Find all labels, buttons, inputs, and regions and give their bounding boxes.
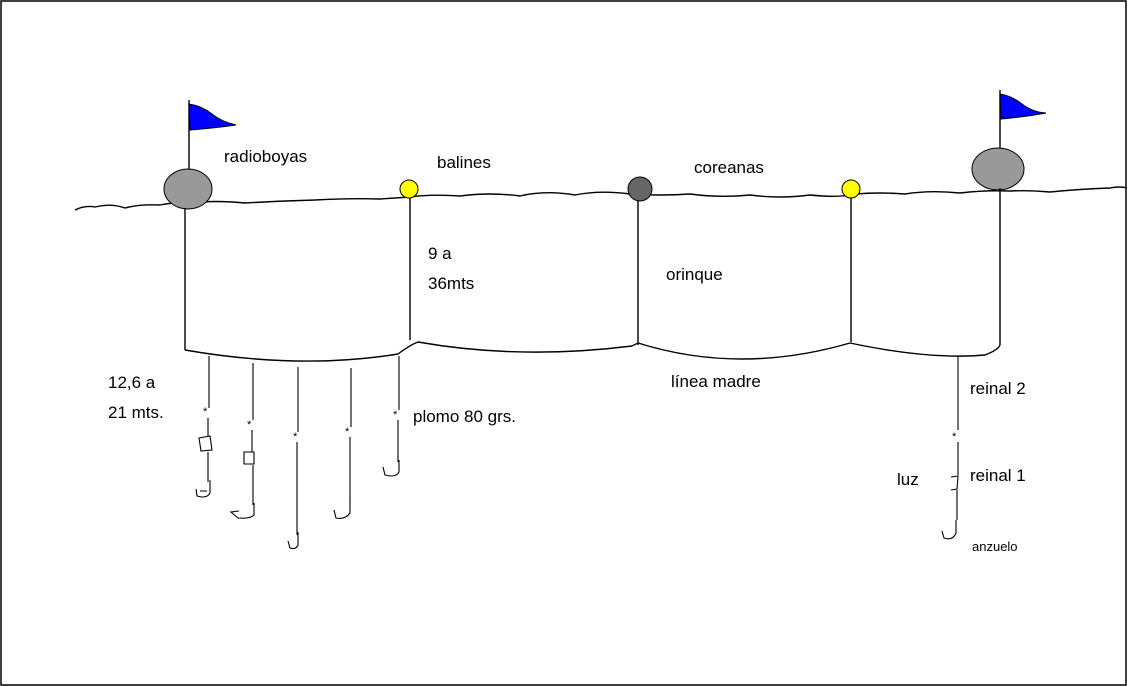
flag-right [999,90,1047,152]
label-plomo: plomo 80 grs. [413,407,516,426]
label-reinal-2: reinal 2 [970,379,1026,398]
label-orinque: orinque [666,265,723,284]
branchline-right: * [941,356,959,540]
label-anzuelo: anzuelo [972,539,1018,554]
branchline-group-left: * * * * * [195,356,400,550]
label-coreanas: coreanas [694,158,764,177]
svg-text:*: * [952,431,957,443]
coreana-float [627,176,653,202]
flag-icon [188,103,237,131]
mainline [184,341,1001,362]
balin-float [399,179,419,199]
flag-icon [999,93,1047,120]
label-depth-orinque-2: 36mts [428,274,474,293]
svg-text:*: * [393,409,398,421]
radiobuoy-left [163,168,213,210]
label-radioboyas: radioboyas [224,147,307,166]
label-balines: balines [437,153,491,172]
svg-text:*: * [203,406,208,418]
label-luz: luz [897,470,919,489]
svg-text:*: * [345,426,350,438]
label-depth-reinal-1: 12,6 a [108,373,156,392]
svg-text:*: * [247,419,252,431]
label-depth-reinal-2: 21 mts. [108,403,164,422]
flag-left [188,100,237,172]
label-linea-madre: línea madre [671,372,761,391]
label-reinal-1: reinal 1 [970,466,1026,485]
radiobuoy-right [971,147,1025,191]
label-depth-orinque-1: 9 a [428,244,452,263]
balin-float [841,179,861,199]
svg-text:*: * [293,431,298,443]
